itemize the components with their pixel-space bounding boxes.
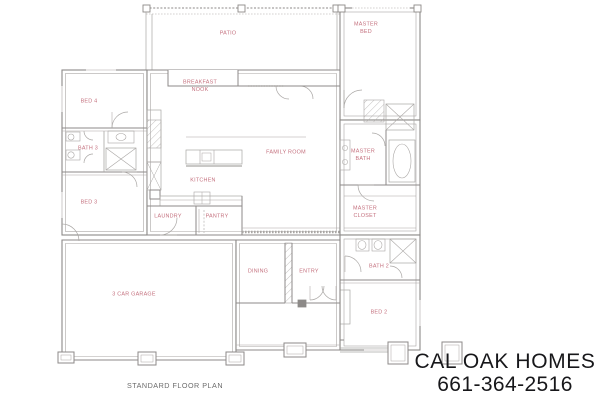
room-label-text: BED 2 <box>371 309 388 315</box>
room-label-dining: DINING <box>248 268 268 274</box>
kitchen-fixtures <box>159 136 306 207</box>
room-label-text: PANTRY <box>206 213 229 219</box>
room-label-text: FAMILY ROOM <box>266 149 306 155</box>
room-label-pantry: PANTRY <box>206 213 229 219</box>
room-label-text: BATH 2 <box>369 263 389 269</box>
company-phone: 661-364-2516 <box>437 373 573 396</box>
family-room-edge <box>242 227 340 234</box>
laundry-pantry-walls <box>147 196 243 236</box>
room-label-text: BATH 3 <box>78 145 98 151</box>
room-label-text: PATIO <box>220 30 237 36</box>
room-label-bed-2: BED 2 <box>371 309 388 315</box>
room-label-family-room: FAMILY ROOM <box>266 149 306 155</box>
room-label-text: BED 4 <box>81 98 98 104</box>
room-label-text: BED <box>360 29 372 35</box>
room-label-bed-4: BED 4 <box>81 98 98 104</box>
room-label-bath-3: BATH 3 <box>78 145 98 151</box>
room-label-text: BED 3 <box>81 199 98 205</box>
room-label-text: KITCHEN <box>190 177 215 183</box>
hall-closet-strip <box>146 109 162 200</box>
room-label-entry: ENTRY <box>299 268 319 274</box>
room-label-text: LAUNDRY <box>154 213 182 219</box>
room-label-bed-3: BED 3 <box>81 199 98 205</box>
left-wing-interior <box>62 111 147 188</box>
room-label-text: MASTER <box>354 22 378 28</box>
company-name: CAL OAK HOMES <box>415 350 596 373</box>
room-label-text: ENTRY <box>299 268 319 274</box>
room-label-text: MASTER <box>351 149 375 155</box>
room-label-text: BATH <box>356 156 371 162</box>
dining-entry-walls <box>235 239 341 358</box>
bath2-bed2-walls <box>339 234 422 352</box>
room-label-text: DINING <box>248 268 268 274</box>
room-label-laundry: LAUNDRY <box>154 213 182 219</box>
porch-structure <box>340 339 463 365</box>
room-label-bath-2: BATH 2 <box>369 263 389 269</box>
room-label-kitchen: KITCHEN <box>190 177 215 183</box>
room-label-patio: PATIO <box>220 30 237 36</box>
plan-caption: STANDARD FLOOR PLAN <box>127 381 223 390</box>
room-label-text: MASTER <box>353 206 377 212</box>
room-label-text: 3 CAR GARAGE <box>112 291 156 297</box>
room-label-text: CLOSET <box>353 213 377 219</box>
room-label-text: BREAKFAST <box>183 80 217 86</box>
garage-walls <box>57 223 245 366</box>
patio-outline <box>142 4 341 72</box>
room-label-garage: 3 CAR GARAGE <box>112 291 156 297</box>
master-suite-interior <box>339 99 421 236</box>
room-label-text: NOOK <box>192 87 209 93</box>
